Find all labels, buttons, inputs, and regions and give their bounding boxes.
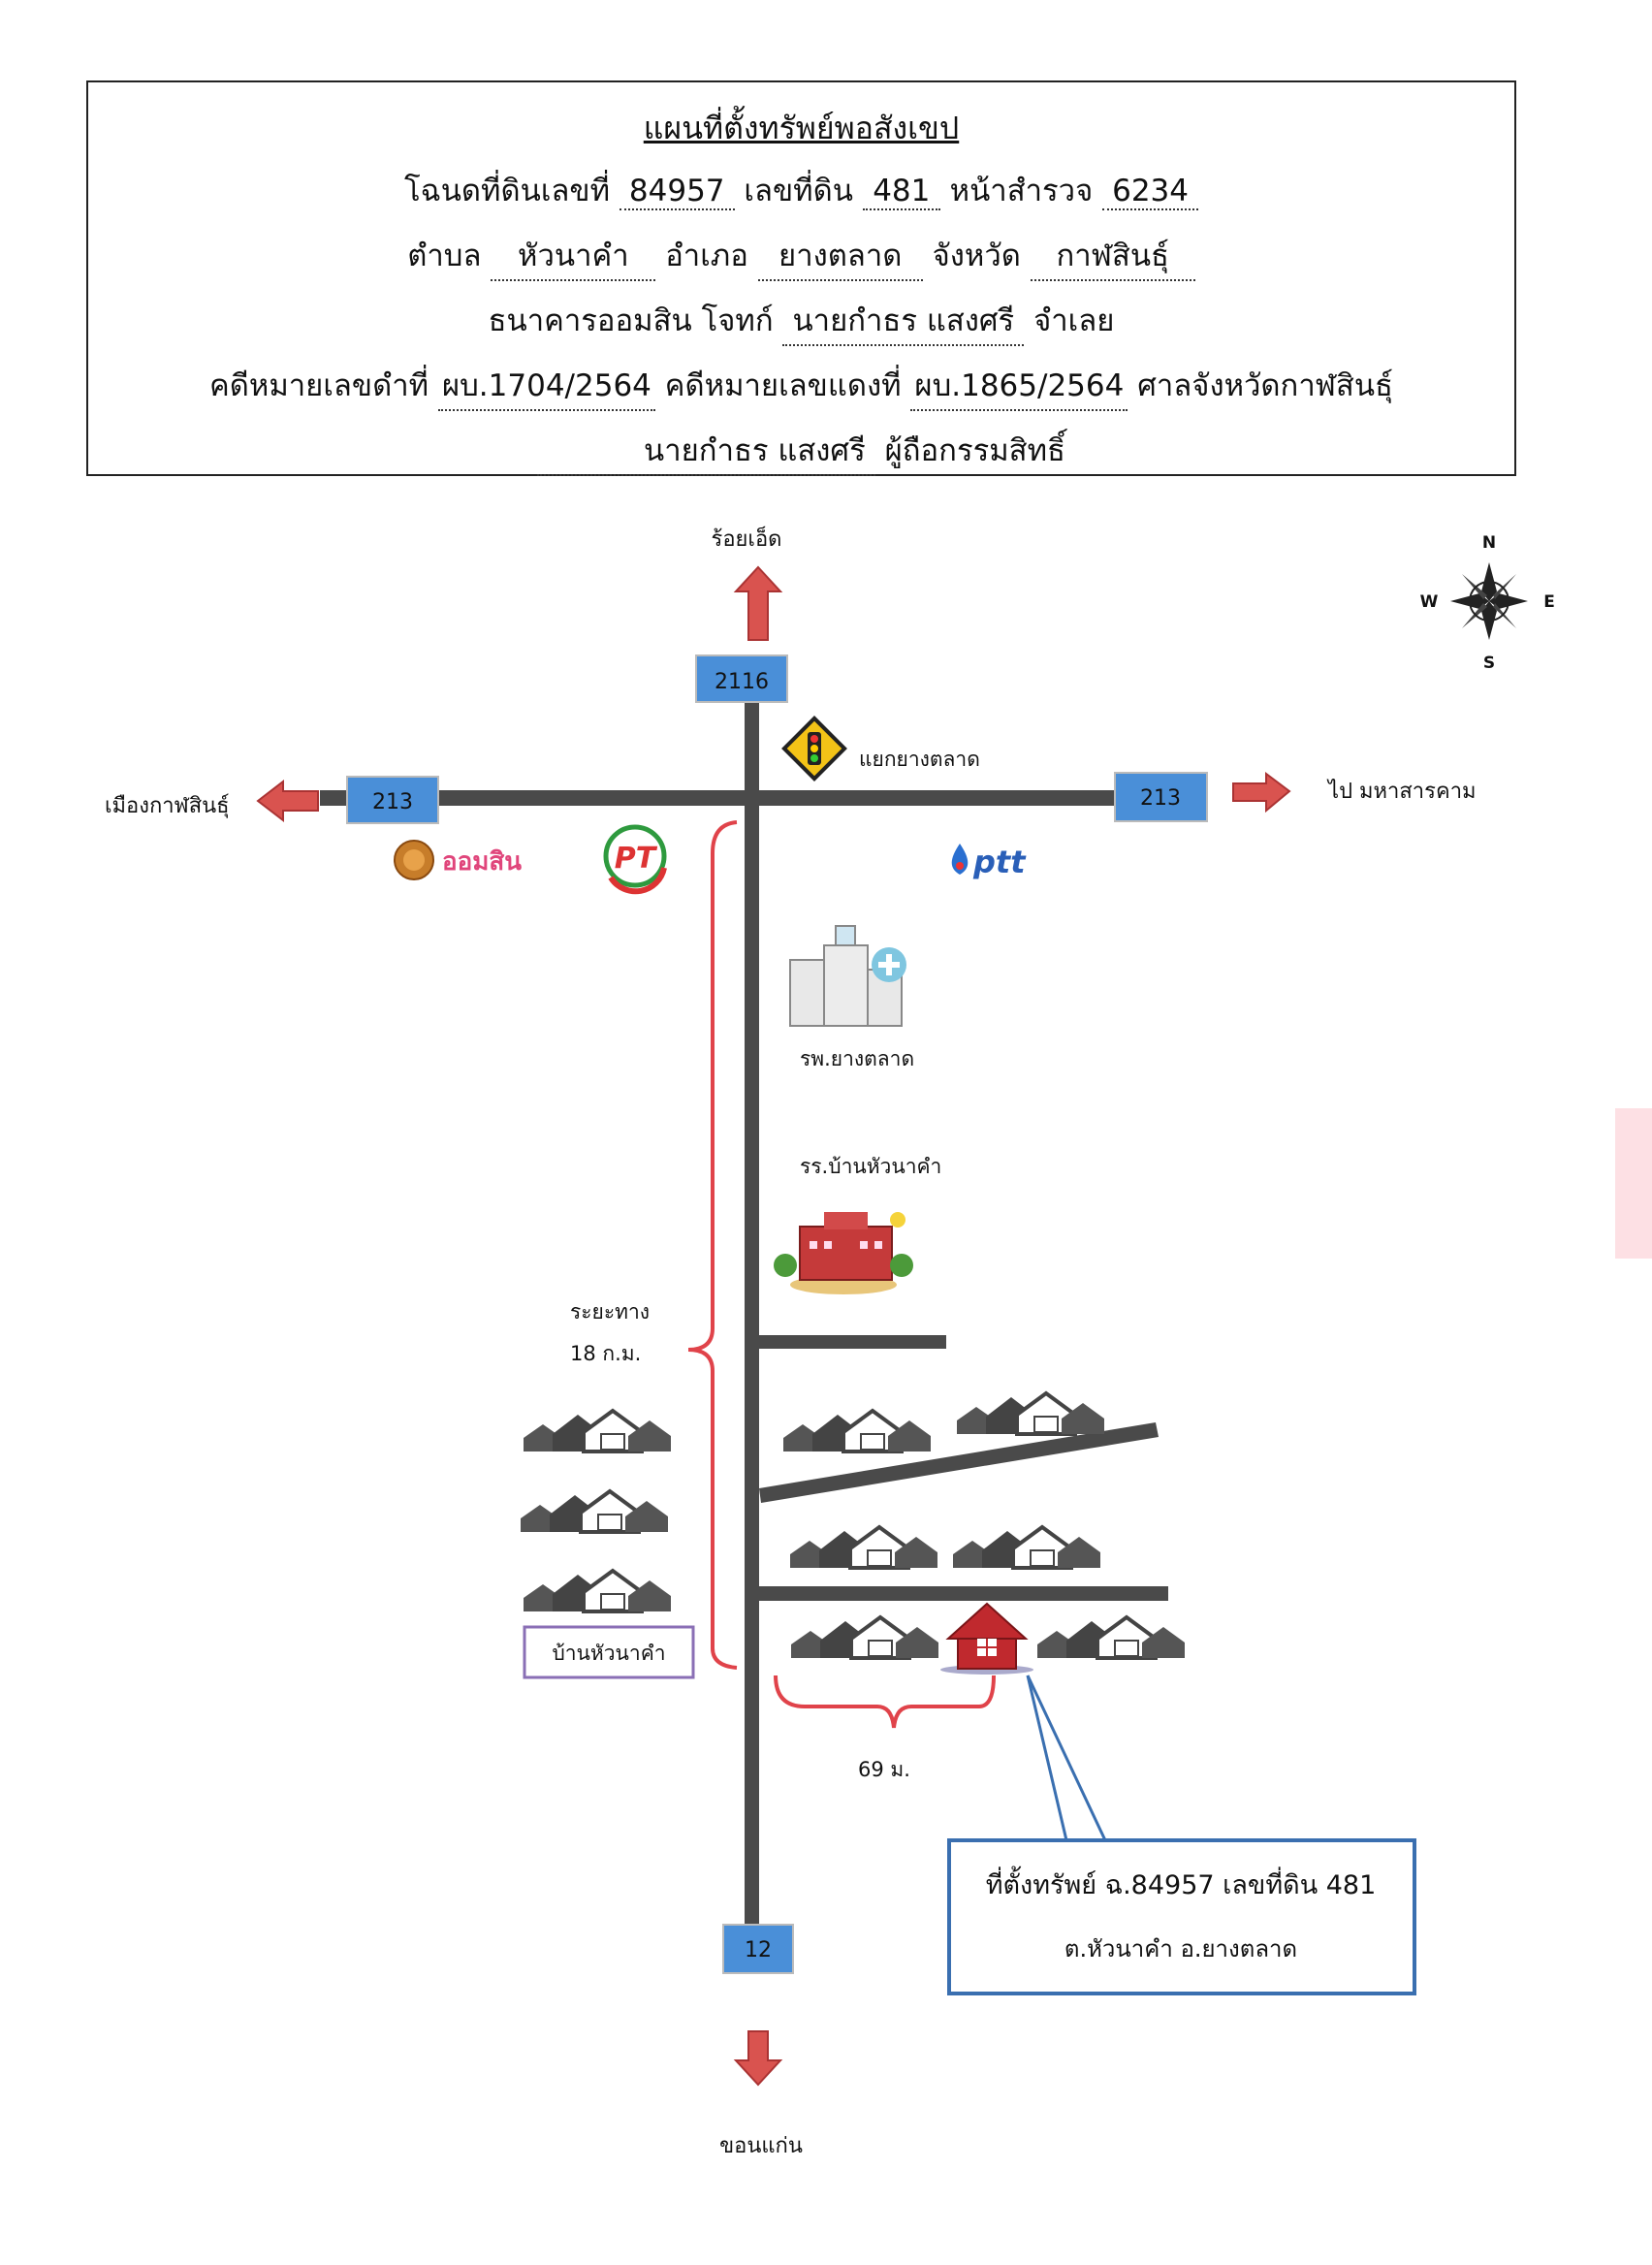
shield-2116-label: 2116 [715,670,769,694]
road-shields: 2116 213 213 12 [346,654,1208,1974]
scan-sticky-note [1615,1108,1652,1259]
owner-role: ผู้ถือกรรมสิทธิ์ [884,433,1065,468]
east-destination: ไป มหาสารคาม [1326,779,1477,804]
hospital-icon [789,925,906,1027]
houses-east-1a [781,1409,933,1453]
houses-east-1b [955,1391,1106,1436]
plaintiff: ธนาคารออมสิน [488,303,692,338]
province-label: จังหวัด [932,239,1021,273]
shield-213-east-label: 213 [1140,786,1181,811]
deed-label: โฉนดที่ดินเลขที่ [403,174,611,208]
subdistrict-label: ตำบล [407,239,482,273]
arrow-south [733,2030,783,2087]
pt-logo: PT [603,824,667,895]
houses-east-2b [951,1525,1102,1570]
ptt-logo-text: ptt [972,844,1027,880]
village-box [523,1625,695,1679]
deed-line: โฉนดที่ดินเลขที่ 84957 เลขที่ดิน 481 หน้… [88,166,1514,214]
soi-1 [759,1335,946,1349]
south-destination: ขอนแก่น [719,2134,803,2158]
school-label: รร.บ้านหัวนาคำ [800,1155,941,1178]
roads [320,693,1168,1925]
shield-2116 [695,654,788,703]
district-value: ยางตลาด [757,231,923,281]
callout-line-1: ที่ตั้งทรัพย์ ฉ.84957 เลขที่ดิน 481 [986,1866,1377,1900]
house-groups [519,1391,1187,1660]
map-title: แผนที่ตั้งทรัพย์พอสังเขป [643,110,960,146]
houses-west-1 [522,1409,673,1453]
hospital-label: รพ.ยางตลาด [800,1047,914,1070]
shield-213-east [1114,772,1208,822]
gsb-logo-text: ออมสิน [442,847,522,877]
plaintiff-role: โจทก์ [701,303,774,338]
compass-n: N [1482,533,1496,553]
survey-number: 6234 [1102,174,1199,210]
defendant: นายกำธร แสงศรี [782,296,1025,346]
compass-rose-icon: N S E W [1420,533,1555,673]
distance-label: ระยะทาง [570,1300,650,1324]
road-213-east-stub [1096,790,1115,806]
road-main-north-south [745,693,759,1925]
shield-213-west-label: 213 [372,790,413,814]
junction-label: แยกยางตลาด [859,748,980,771]
arrow-west [256,779,319,823]
owner-name: นายกำธร แสงศรี [537,426,875,476]
arrow-north [733,565,783,641]
houses-west-3 [522,1569,673,1613]
black-case-label: คดีหมายเลขดำที่ [209,368,429,403]
callout-pointer-right [1026,1675,1107,1841]
header-box: แผนที่ตั้งทรัพย์พอสังเขป โฉนดที่ดินเลขที… [86,80,1516,476]
shield-12-label: 12 [745,1938,772,1962]
red-case-number: ผบ.1865/2564 [910,361,1128,411]
direction-arrows [256,565,1291,2087]
province-value: กาฬสินธุ์ [1030,231,1195,281]
red-case-label: คดีหมายเลขแดงที่ [664,368,902,403]
gsb-logo: ออมสิน [394,840,522,880]
property-house-icon [940,1602,1033,1675]
traffic-light-icon [781,716,847,782]
compass-w: W [1420,592,1439,612]
survey-label: หน้าสำรวจ [949,174,1094,208]
road-213-west [323,790,1096,806]
district-label: อำเภอ [665,239,748,273]
offset-bracket [774,1675,996,1729]
callout-line-2: ต.หัวนาคำ อ.ยางตลาด [1064,1935,1297,1962]
land-number: 481 [862,174,940,210]
distance-bracket [687,820,738,1670]
compass-s: S [1483,654,1495,673]
callout-pointer-left [1026,1675,1068,1841]
village-label: บ้านหัวนาคำ [552,1642,665,1665]
houses-east-3b [1035,1615,1187,1660]
pt-logo-text: PT [615,842,658,876]
distance-value: 18 ก.ม. [570,1342,641,1365]
parties-line: ธนาคารออมสิน โจทก์ นายกำธร แสงศรี จำเลย [88,296,1514,346]
shield-213-west [346,776,439,824]
land-no-label: เลขที่ดิน [744,174,853,208]
arrow-east [1232,772,1291,813]
court: ศาลจังหวัดกาฬสินธุ์ [1137,368,1393,403]
offset-label: 69 ม. [858,1758,910,1781]
school-icon [774,1212,913,1294]
subdistrict-value: หัวนาคำ [491,231,656,281]
ptt-logo: ptt [951,844,1027,880]
case-line: คดีหมายเลขดำที่ ผบ.1704/2564 คดีหมายเลขแ… [88,361,1514,411]
houses-west-2 [519,1489,670,1534]
location-line: ตำบล หัวนาคำ อำเภอ ยางตลาด จังหวัด กาฬสิ… [88,231,1514,281]
houses-east-2a [788,1525,939,1570]
defendant-role: จำเลย [1033,303,1115,338]
shield-12 [722,1924,794,1974]
houses-east-3a [789,1615,940,1660]
black-case-number: ผบ.1704/2564 [437,361,655,411]
property-callout [947,1838,1416,1995]
compass-e: E [1543,592,1555,612]
north-destination: ร้อยเอ็ด [712,525,782,552]
owner-line: นายกำธร แสงศรี ผู้ถือกรรมสิทธิ์ [88,426,1514,476]
soi-2 [759,1422,1159,1503]
soi-3 [759,1586,1168,1601]
west-destination: เมืองกาฬสินธุ์ [105,794,230,818]
deed-number: 84957 [619,174,735,210]
